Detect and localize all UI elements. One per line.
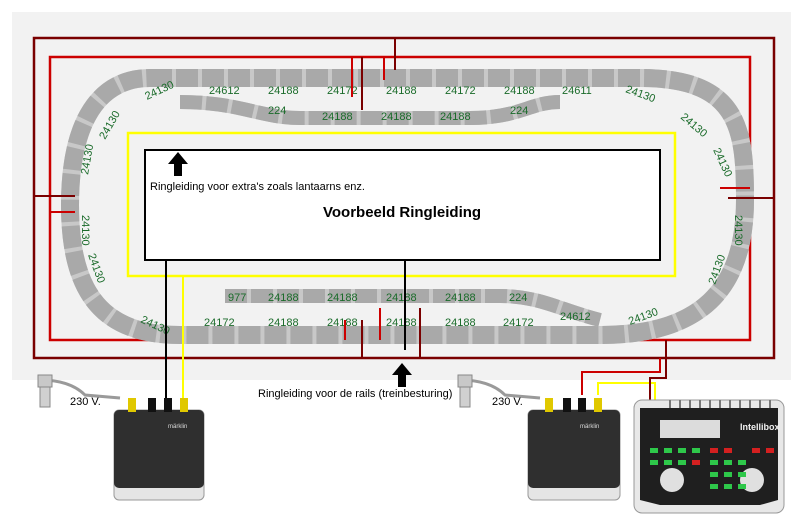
track-label: 24188 [445, 317, 476, 329]
track-label: 24188 [386, 85, 417, 97]
track-label: 24612 [560, 311, 591, 323]
track-label: 24188 [268, 85, 299, 97]
track-label: 977 [228, 292, 246, 304]
track-label: 24188 [381, 111, 412, 123]
controller-brand: Intellibox [740, 422, 780, 432]
track-labels-bottom-inner: 977 24188 24188 24188 24188 224 [228, 292, 527, 304]
track-labels-top-outer: 24612 24188 24172 24188 24172 24188 2461… [209, 85, 592, 97]
track-label: 24172 [503, 317, 534, 329]
voltage-left: 230 V. [70, 396, 101, 408]
track-label: 24172 [204, 317, 235, 329]
track-labels-top-inner: 224 24188 24188 24188 224 [268, 105, 528, 123]
right-power-plug [457, 374, 541, 408]
track-label: 24188 [327, 317, 358, 329]
track-label: 24612 [209, 85, 240, 97]
track-label: 24188 [327, 292, 358, 304]
voltage-right: 230 V. [492, 396, 523, 408]
track-labels-bottom-outer: 24172 24188 24188 24188 24188 24172 2461… [204, 311, 591, 329]
diagram-title: Voorbeeld Ringleiding [323, 204, 481, 221]
track-label: 224 [509, 292, 527, 304]
side-feeders [34, 187, 774, 213]
track-label: 24188 [268, 317, 299, 329]
track-label: 224 [510, 105, 528, 117]
left-power-plug [37, 374, 121, 408]
left-transformer-wires [165, 260, 184, 398]
track-label: 24130 [79, 215, 91, 246]
track-label: 24611 [562, 85, 592, 97]
track-label: 24172 [327, 85, 358, 97]
right-wires [404, 260, 667, 405]
inner-note: Ringleiding voor extra's zoals lantaarns… [150, 181, 365, 193]
intellibox-controller: Intellibox [633, 399, 785, 514]
track-label: 224 [268, 105, 286, 117]
track-label: 24188 [386, 317, 417, 329]
right-transformer: märklin [527, 398, 621, 501]
track-label: 24188 [322, 111, 353, 123]
transformer-left-brand: märklin [168, 424, 187, 430]
track-label: 24172 [445, 85, 476, 97]
inner-arrow-icon [168, 152, 188, 176]
bottom-feeders [344, 308, 421, 358]
track-label: 24130 [79, 143, 96, 175]
track-label: 24188 [504, 85, 535, 97]
rails-note: Ringleiding voor de rails (treinbesturin… [258, 388, 452, 400]
yellow-ring [126, 131, 677, 278]
transformer-right-brand: märklin [580, 424, 599, 430]
track-label: 24130 [732, 215, 744, 246]
track-label: 24188 [386, 292, 417, 304]
inner-box [144, 149, 661, 261]
rails-arrow-icon [392, 363, 412, 387]
track-label: 24188 [440, 111, 471, 123]
track-loop [60, 69, 755, 344]
left-transformer: märklin [113, 398, 205, 501]
track-label: 24188 [268, 292, 299, 304]
top-feeders [351, 38, 396, 110]
track-label: 24188 [445, 292, 476, 304]
